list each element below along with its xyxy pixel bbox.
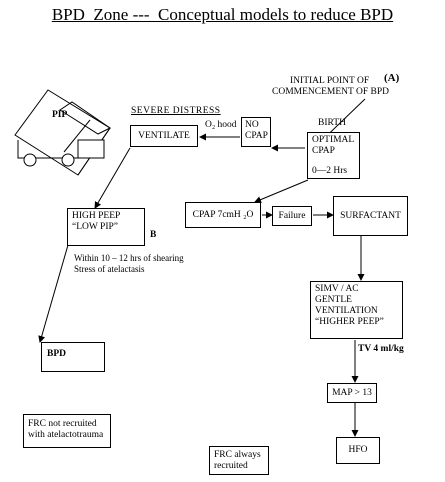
arrow-ventilate-highpeep: [94, 147, 131, 209]
shearing-label-1: Within 10 – 12 hrs of shearing: [74, 253, 184, 263]
optimal-cpap-text-1: OPTIMAL: [312, 135, 355, 145]
tv-label: TV 4 ml/kg: [358, 344, 404, 354]
simv-ac-box: SIMV / AC GENTLE VENTILATION “HIGHER PEE…: [310, 281, 403, 339]
high-peep-box: HIGH PEEP “LOW PIP”: [67, 208, 145, 246]
failure-text: Failure: [278, 210, 306, 221]
no-cpap-text-1: NO: [245, 120, 259, 130]
surfactant-box: SURFACTANT: [333, 196, 408, 236]
no-cpap-text-2: CPAP: [245, 131, 268, 141]
initial-point-label-2: COMMENCEMENT OF BPD: [272, 87, 390, 97]
ventilate-text: VENTILATE: [138, 130, 190, 141]
frc-always-recruited-box: FRC always recruited: [209, 446, 269, 475]
cpap-7-text: CPAP 7cmH ₂O: [192, 209, 254, 220]
bpd-box: BPD: [41, 342, 105, 372]
shearing-label-2: Stress of atelactasis: [74, 264, 145, 274]
simv-text-4: “HIGHER PEEP”: [315, 317, 384, 327]
pip-truck-illustration: [14, 89, 111, 176]
cpap-7-box: CPAP 7cmH ₂O: [185, 202, 261, 228]
frc-not-recruited-box: FRC not recruited with atelactotrauma: [23, 414, 111, 448]
bpd-text: BPD: [47, 349, 66, 359]
hfo-text: HFO: [348, 445, 368, 455]
pip-label: PIP: [52, 110, 68, 120]
frc-not-text-2: with atelactotrauma: [28, 430, 104, 440]
truck-wheel-front: [23, 153, 37, 167]
optimal-cpap-box: OPTIMAL CPAP 0—2 Hrs: [307, 132, 360, 179]
marker-b: B: [150, 230, 157, 240]
simv-text-2: GENTLE: [315, 295, 352, 305]
severe-distress-label: SEVERE DISTRESS: [131, 106, 221, 116]
ventilate-box: VENTILATE: [130, 125, 198, 147]
arrow-highpeep-bpd: [38, 244, 69, 343]
optimal-cpap-text-2: CPAP: [312, 146, 335, 156]
map-text: MAP > 13: [332, 387, 372, 398]
arrow-optimal-cpap7: [254, 179, 309, 203]
frc-always-text-2: recruited: [214, 461, 248, 471]
birth-label: BIRTH: [318, 118, 346, 128]
simv-text-3: VENTILATION: [315, 306, 378, 316]
initial-point-label-1: INITIAL POINT OF: [290, 76, 370, 86]
hfo-box: HFO: [336, 437, 380, 464]
diagram-title: BPD Zone --- Conceptual models to reduce…: [51, 5, 394, 24]
high-peep-text-1: HIGH PEEP: [72, 211, 121, 221]
marker-a: (A): [384, 72, 400, 84]
truck-wheel-rear: [61, 153, 75, 167]
hours-label: 0—2 Hrs: [312, 166, 348, 176]
o2-hood-label: O₂ hood: [205, 120, 237, 130]
failure-box: Failure: [272, 206, 312, 226]
frc-not-text-1: FRC not recruited: [28, 419, 97, 429]
high-peep-text-2: “LOW PIP”: [72, 222, 118, 232]
simv-text-1: SIMV / AC: [315, 284, 359, 294]
surfactant-text: SURFACTANT: [340, 210, 401, 221]
frc-always-text-1: FRC always: [214, 450, 261, 460]
map-box: MAP > 13: [327, 383, 377, 403]
no-cpap-box: NO CPAP: [241, 117, 271, 147]
